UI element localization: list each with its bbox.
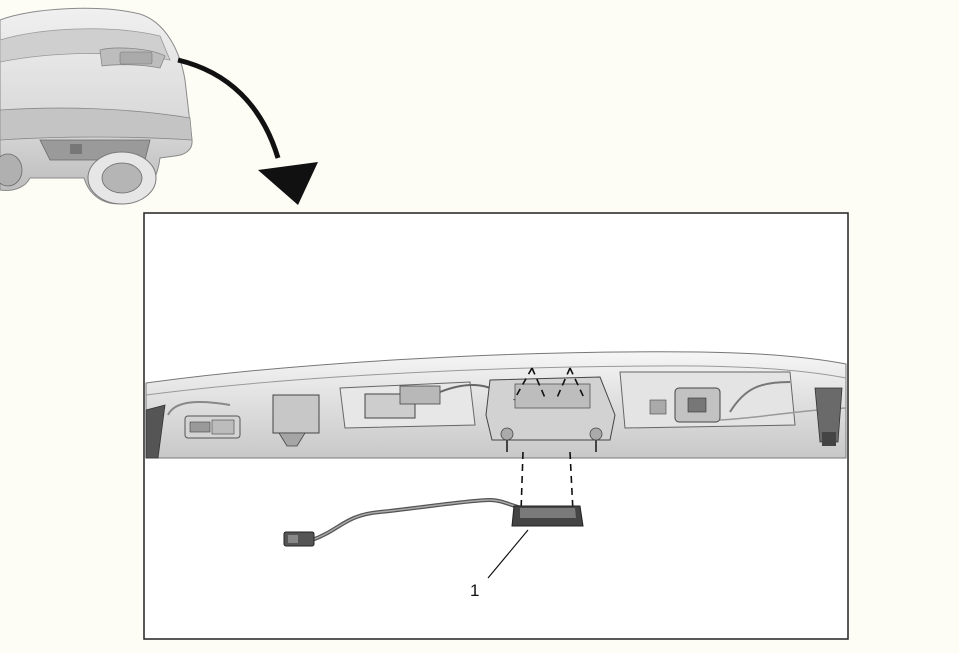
vehicle-rear-overview (0, 7, 193, 205)
callout-number: 1 (470, 581, 479, 600)
license-lamp-part (283, 497, 584, 547)
curved-arrow-icon (177, 57, 318, 205)
callout-1: 1 (470, 529, 529, 600)
alignment-lines (513, 367, 586, 513)
liftgate-applique-assembly (145, 351, 847, 459)
